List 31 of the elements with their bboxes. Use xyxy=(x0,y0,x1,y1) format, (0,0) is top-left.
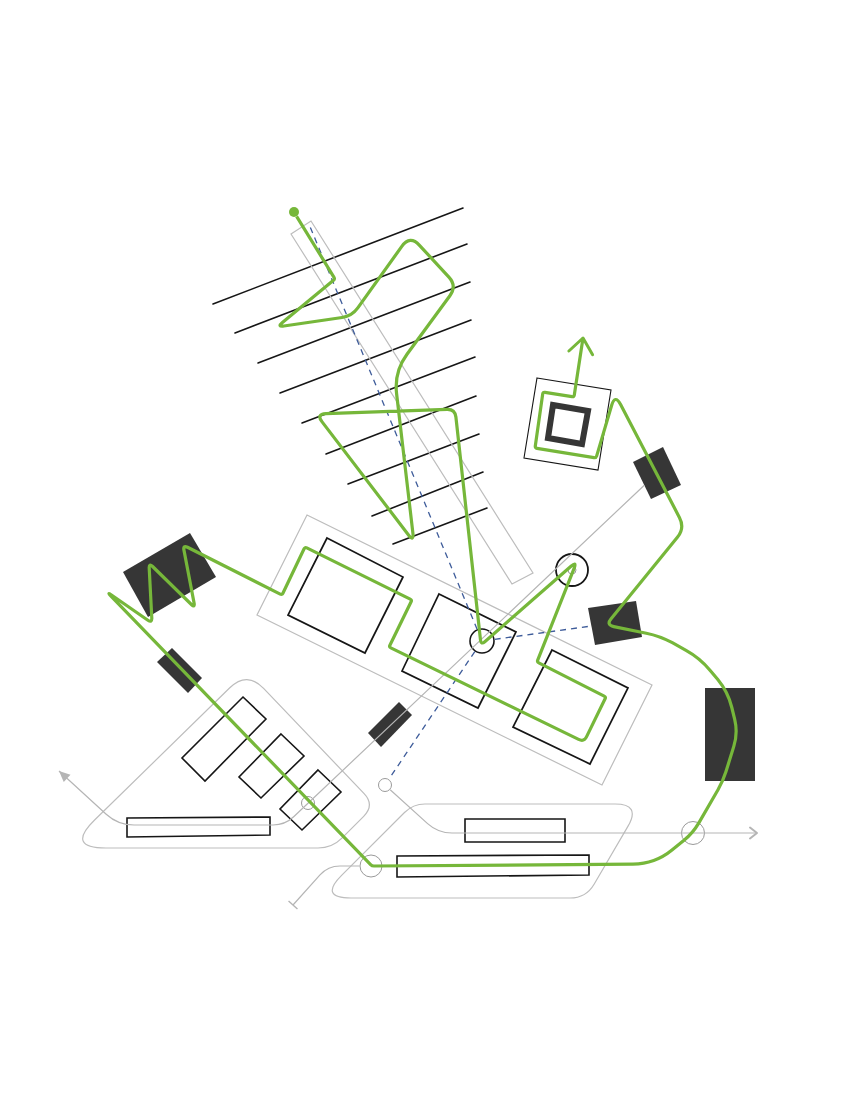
start-dot xyxy=(289,207,299,217)
block-outline xyxy=(237,732,306,800)
junction-ring xyxy=(378,778,392,792)
square-outline xyxy=(511,648,630,766)
block-outline xyxy=(180,695,268,783)
arrow xyxy=(58,484,645,826)
bar-end-line xyxy=(287,865,361,910)
dark-block xyxy=(705,688,755,781)
panel-outline xyxy=(256,514,653,786)
dark-block xyxy=(368,702,412,747)
bar-outline xyxy=(126,816,271,838)
dark-block xyxy=(588,601,642,645)
strip-outline xyxy=(290,220,534,585)
bar-outline xyxy=(464,818,566,843)
block-outline xyxy=(278,768,343,832)
rounded-outline xyxy=(82,678,370,849)
dark-block xyxy=(157,648,202,693)
junction-ring xyxy=(555,553,589,587)
arrow xyxy=(389,789,758,840)
square-outline xyxy=(286,536,405,655)
junction-ring xyxy=(301,796,315,810)
junction-ring xyxy=(681,821,705,845)
dark-block xyxy=(123,533,216,617)
square-outline xyxy=(400,592,518,710)
frame-outline xyxy=(523,377,612,471)
rounded-outline xyxy=(331,803,633,899)
junction-ring xyxy=(359,854,383,878)
bar-outline xyxy=(396,854,590,878)
dark-block xyxy=(633,447,681,499)
junction-ring xyxy=(469,628,495,654)
route-arrow xyxy=(108,215,737,868)
